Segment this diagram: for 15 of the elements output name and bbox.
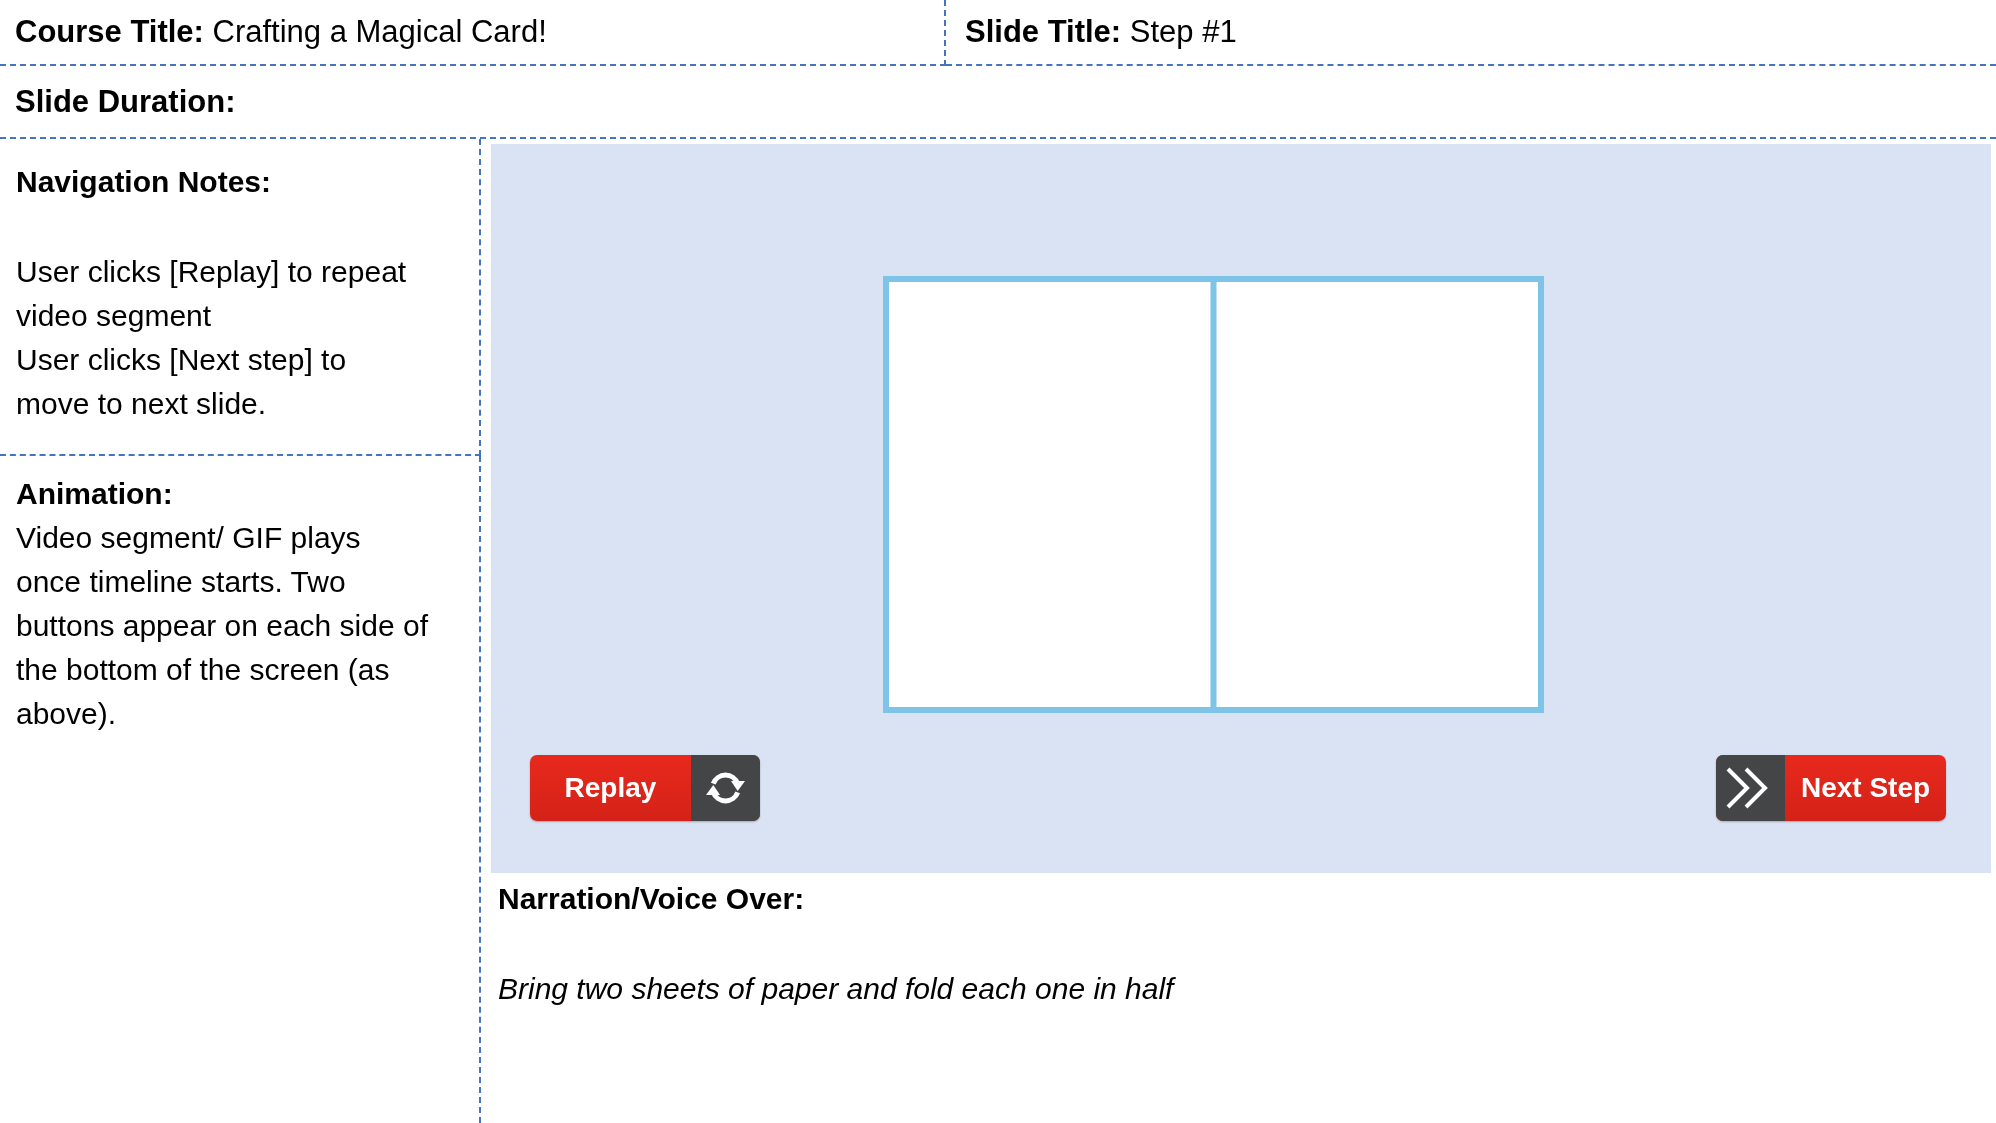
navigation-note: User clicks [Next step] to move to next slide. xyxy=(16,343,347,420)
section-heading: Navigation Notes: xyxy=(16,165,272,198)
narration-script: Bring two sheets of paper and fold each one in half xyxy=(498,972,1174,1005)
course-title-text: Course Title: Crafting a Magical Card! xyxy=(15,14,547,50)
header-field xyxy=(0,0,946,66)
section-heading: Animation: xyxy=(16,477,173,510)
slide-title-text: Slide Title: Step #1 xyxy=(965,14,1237,50)
section-heading: Narration/Voice Over: xyxy=(498,882,805,915)
replay-button: Replay xyxy=(530,755,760,821)
animation-description: Video segment/ GIF plays once timeline starts. Two buttons appear on each side of the bottom of the screen (as above). xyxy=(16,521,428,730)
navigation-note: User clicks [Replay] to repeat video segment xyxy=(16,255,407,332)
slide-preview-panel xyxy=(491,144,1991,873)
duration-label: Slide Duration: xyxy=(15,83,236,120)
next-step-button: Next Step xyxy=(1716,755,1946,821)
notes-panel xyxy=(0,139,481,456)
